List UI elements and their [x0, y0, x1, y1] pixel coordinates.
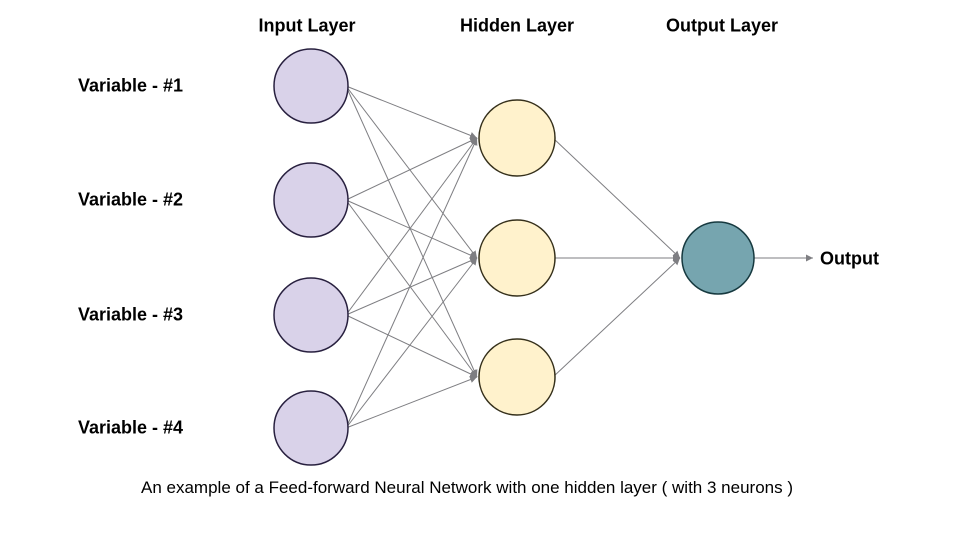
node-input-4	[273, 390, 349, 466]
label-output: Output	[820, 248, 879, 269]
edge-input-3-to-hidden-1	[345, 137, 478, 316]
edge-input-2-to-hidden-3	[345, 199, 478, 378]
edge-input-2-to-hidden-2	[345, 199, 478, 259]
edge-input-3-to-hidden-3	[345, 314, 478, 378]
node-output-1	[681, 221, 755, 295]
edge-input-2-to-hidden-1	[345, 137, 478, 201]
edges-group	[345, 85, 813, 429]
label-variable-1: Variable - #1	[78, 75, 184, 96]
node-input-1	[273, 48, 349, 124]
header-input-layer: Input Layer	[258, 15, 356, 36]
header-hidden-layer: Hidden Layer	[459, 15, 575, 36]
edge-input-4-to-hidden-1	[345, 137, 478, 429]
edge-hidden-1-to-output-1	[552, 137, 681, 259]
edge-input-4-to-hidden-3	[345, 376, 478, 429]
node-hidden-3	[478, 338, 556, 416]
label-variable-4: Variable - #4	[78, 417, 184, 438]
edge-input-1-to-hidden-3	[345, 85, 478, 378]
edge-hidden-3-to-output-1	[552, 257, 681, 378]
node-hidden-2	[478, 219, 556, 297]
edge-input-4-to-hidden-2	[345, 257, 478, 429]
node-input-3	[273, 277, 349, 353]
header-output-layer: Output Layer	[665, 15, 779, 36]
label-variable-2: Variable - #2	[78, 189, 184, 210]
node-hidden-1	[478, 99, 556, 177]
label-variable-3: Variable - #3	[78, 304, 184, 325]
edge-input-3-to-hidden-2	[345, 257, 478, 316]
node-input-2	[273, 162, 349, 238]
edge-input-1-to-hidden-1	[345, 85, 478, 139]
nodes-group	[273, 48, 755, 466]
caption: An example of a Feed-forward Neural Netw…	[141, 478, 793, 497]
edge-input-1-to-hidden-2	[345, 85, 478, 259]
